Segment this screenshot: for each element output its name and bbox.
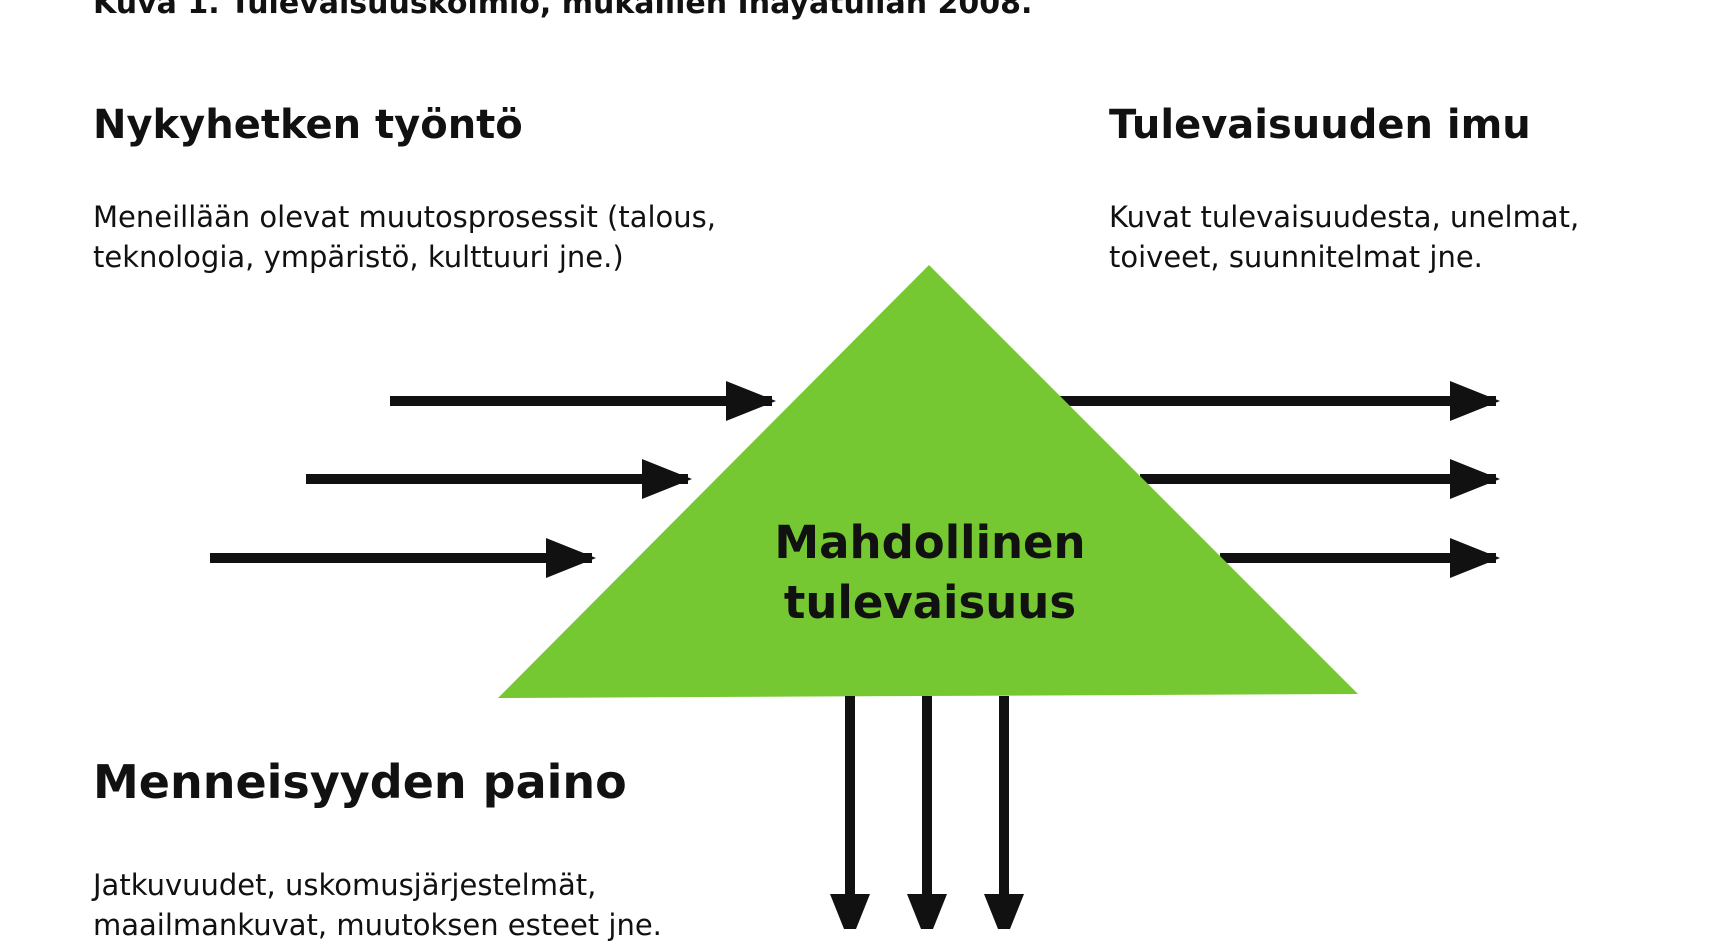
possible-future-triangle xyxy=(498,265,1358,698)
weight-arrows xyxy=(830,696,1024,929)
pull-description-line-1: Kuvat tulevaisuudesta, unelmat, xyxy=(1109,200,1580,234)
push-description-line-2: teknologia, ympäristö, kulttuuri jne.) xyxy=(93,240,624,274)
push-description: Meneillään olevat muutosprosessit (talou… xyxy=(93,197,716,277)
pull-description: Kuvat tulevaisuudesta, unelmat, toiveet,… xyxy=(1109,197,1579,277)
figure-caption: Kuva 1. Tulevaisuuskolmio, mukaillen Ina… xyxy=(93,0,1033,21)
weight-description: Jatkuvuudet, uskomusjärjestelmät, maailm… xyxy=(93,865,662,945)
push-description-line-1: Meneillään olevat muutosprosessit (talou… xyxy=(93,200,717,234)
push-heading: Nykyhetken työntö xyxy=(93,102,523,148)
weight-description-line-2: maailmankuvat, muutoksen esteet jne. xyxy=(93,908,662,942)
weight-heading: Menneisyyden paino xyxy=(93,755,627,809)
pull-description-line-2: toiveet, suunnitelmat jne. xyxy=(1109,240,1483,274)
triangle-label-line-1: Mahdollinen xyxy=(774,516,1086,569)
triangle-label-line-2: tulevaisuus xyxy=(783,576,1077,629)
pull-arrows xyxy=(1060,381,1501,578)
triangle-label: Mahdollinen tulevaisuus xyxy=(730,513,1130,633)
weight-description-line-1: Jatkuvuudet, uskomusjärjestelmät, xyxy=(93,868,597,902)
pull-heading: Tulevaisuuden imu xyxy=(1109,102,1531,148)
push-arrows xyxy=(210,381,777,578)
